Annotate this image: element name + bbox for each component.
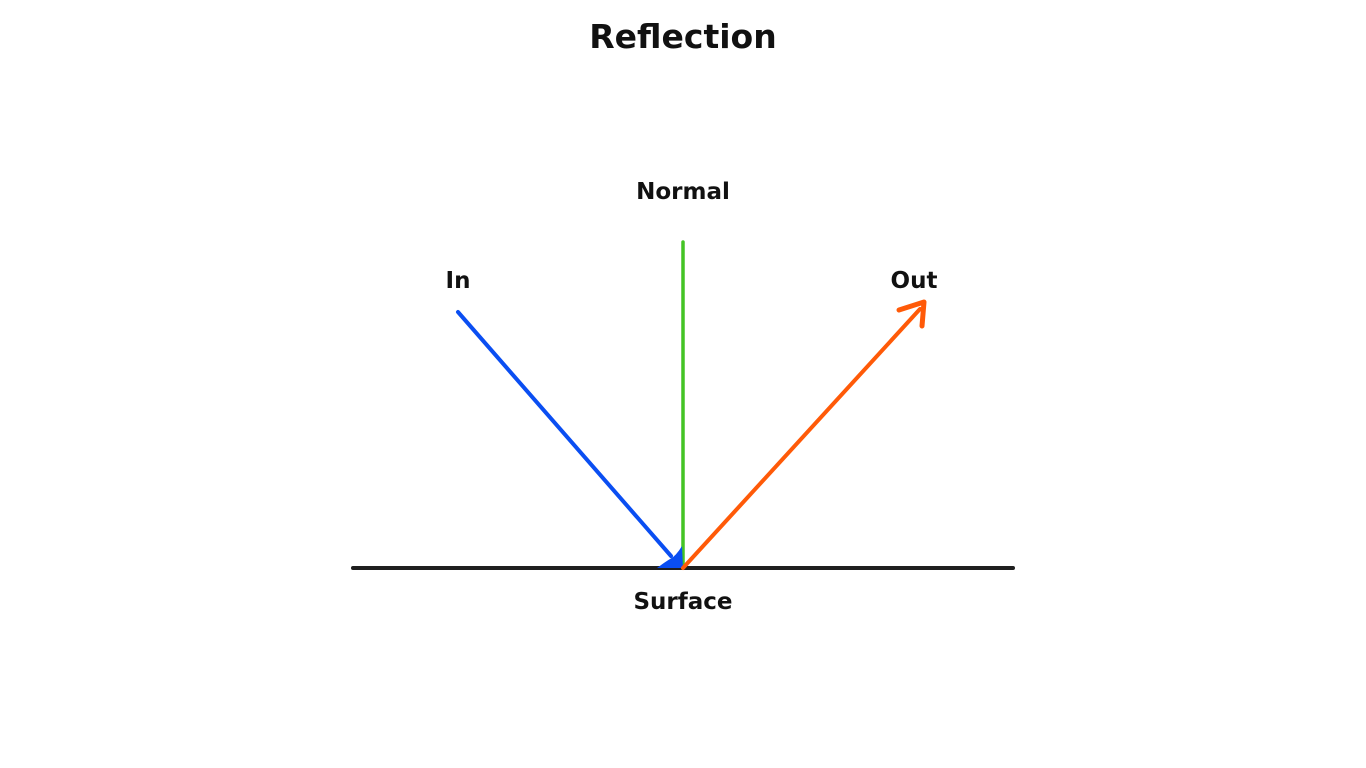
outgoing-ray [681, 307, 922, 570]
surface-label: Surface [633, 589, 732, 615]
incoming-arrowhead [657, 546, 683, 568]
incoming-label: In [446, 268, 471, 294]
normal-label: Normal [636, 179, 730, 205]
incoming-ray [456, 310, 673, 558]
diagram-title: Reflection [589, 17, 776, 56]
outgoing-arrowhead [896, 299, 927, 329]
outgoing-label: Out [891, 268, 938, 294]
